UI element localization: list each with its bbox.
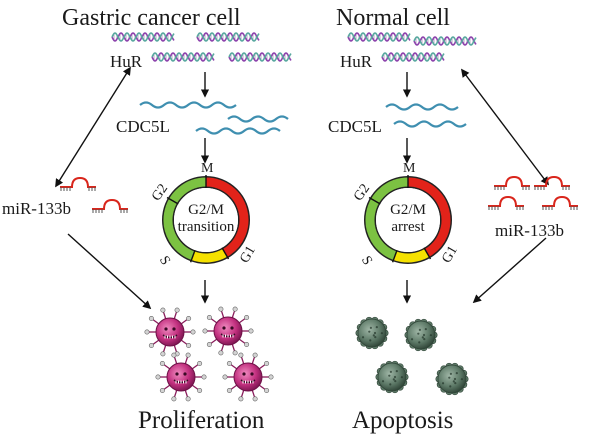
left-cycle-center-line1: G2/M [188,202,224,218]
apoptotic-cells [355,316,469,396]
right-phase-m: M [403,161,416,176]
right-mir-label: miR-133b [495,221,564,240]
cdc5l-mrna-right [385,103,467,128]
right-hur-label: HuR [340,52,373,71]
dna-strand [196,32,260,42]
arrows-left [55,66,210,310]
hur-dna-strands-left [111,32,292,62]
cancer-cell [144,307,196,357]
dna-strand [413,36,477,46]
right-cdc5l-label: CDC5L [328,117,382,136]
apoptotic-cell [375,360,409,394]
cdc5l-mrna-left [139,101,289,135]
right-outcome: Apoptosis [352,407,454,434]
apoptotic-cell [355,316,389,350]
dna-strand [111,32,175,42]
mir-133b-right [488,175,578,210]
cell-cycle-right [364,175,452,264]
left-mir-label: miR-133b [2,199,71,218]
apoptotic-cell [435,362,469,396]
left-title: Gastric cancer cell [62,5,241,31]
apoptotic-cell [404,318,438,352]
right-title: Normal cell [336,5,450,31]
left-cdc5l-label: CDC5L [116,117,170,136]
hur-dna-strands-right [347,32,477,62]
mir-133b-left [60,176,128,213]
cancer-cell [222,352,274,402]
left-cycle-center-line2: transition [177,219,235,236]
arrows-right [402,68,550,304]
right-cycle-center-line1: G2/M [390,202,426,218]
cancer-cells [144,306,274,402]
left-phase-m: M [201,161,214,176]
left-cycle-center: G2/M transition [166,202,246,237]
cell-cycle-left [162,175,250,264]
right-cycle-center-line2: arrest [391,219,425,236]
dna-strand [347,32,411,42]
cancer-cell [202,306,254,356]
dna-strand [381,52,445,62]
dna-strand [151,52,215,62]
left-outcome: Proliferation [138,407,265,434]
cancer-cell [155,352,207,402]
left-hur-label: HuR [110,52,143,71]
dna-strand [228,52,292,62]
right-cycle-center: G2/M arrest [368,202,448,237]
